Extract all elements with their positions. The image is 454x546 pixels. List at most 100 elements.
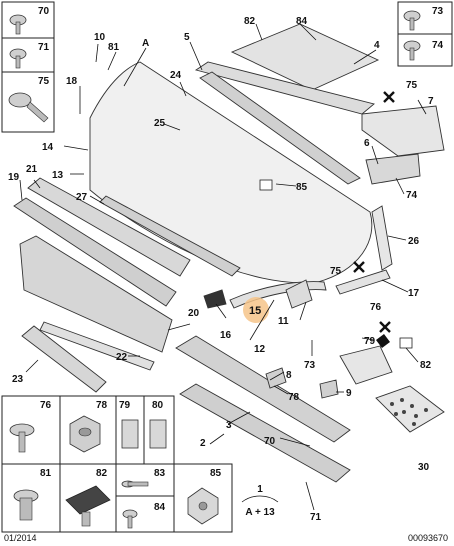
screw-84-icon (122, 509, 138, 529)
callout-85: 85 (296, 182, 308, 193)
clip-82-detail-icon (65, 485, 111, 527)
callout-23: 23 (12, 374, 24, 385)
callout-82-right: 82 (420, 360, 432, 371)
screw-74-icon (403, 40, 421, 61)
callout-82-top: 82 (244, 16, 256, 27)
callout-26: 26 (408, 236, 420, 247)
callout-81: 81 (108, 42, 120, 53)
callout-12: 12 (254, 344, 266, 355)
callout-21: 21 (26, 164, 38, 175)
moulding-26 (371, 205, 393, 271)
leader-lines (19, 23, 427, 511)
clip-85-detail-icon (187, 487, 219, 525)
assembly-formula: 1 A + 13 (241, 484, 279, 518)
bracket-9 (319, 379, 339, 399)
callout-15: 15 (249, 305, 261, 317)
screw-71-icon (9, 48, 27, 69)
callout-8: 8 (286, 370, 292, 381)
legend-label-84: 84 (154, 502, 166, 513)
callout-19: 19 (8, 172, 20, 183)
legend-top-left: 70 71 75 (1, 1, 55, 133)
clip-85-icon (259, 179, 273, 191)
strip-12 (229, 281, 327, 309)
legend-label-81: 81 (40, 468, 52, 479)
bracket-6 (365, 153, 421, 185)
grille-23 (21, 325, 107, 393)
callout-3: 3 (226, 420, 232, 431)
callout-18: 18 (66, 76, 78, 87)
trim-22 (39, 321, 155, 371)
legend-label-74: 74 (432, 40, 444, 51)
bracket-82-right (339, 345, 393, 385)
absorber-2 (179, 383, 351, 483)
legend-cell-83 (115, 463, 175, 497)
callout-25: 25 (154, 118, 166, 129)
callout-9: 9 (346, 388, 352, 399)
callout-4: 4 (374, 40, 380, 51)
trim-27 (99, 195, 241, 277)
legend-label-83: 83 (154, 468, 166, 479)
bracket-8 (265, 367, 287, 389)
callout-numbers: A 5 4 82 84 75 7 6 74 26 17 75 76 79 82 … (8, 16, 434, 523)
callout-76: 76 (370, 302, 382, 313)
callout-10: 10 (94, 32, 106, 43)
clip-kit-30-clips (390, 398, 428, 426)
callout-5: 5 (184, 32, 190, 43)
legend-label-79: 79 (119, 400, 131, 411)
callout-22: 22 (116, 352, 128, 363)
grille-21 (27, 177, 191, 277)
clip-kit-30 (375, 385, 445, 433)
legend-top-right: 73 74 (397, 1, 453, 67)
callout-24: 24 (170, 70, 182, 81)
formula-top: 1 (257, 484, 263, 495)
legend-label-82: 82 (96, 468, 108, 479)
callout-7: 7 (428, 96, 434, 107)
callout-79: 79 (364, 336, 376, 347)
grille-19 (13, 197, 177, 307)
highlight-15-badge (243, 297, 269, 323)
callout-84: 84 (296, 16, 308, 27)
legend-label-76: 76 (40, 400, 52, 411)
callout-2: 2 (200, 438, 206, 449)
callout-6: 6 (364, 138, 370, 149)
legend-cell-74 (397, 33, 453, 67)
formula-brace (241, 495, 279, 503)
screw-75-icon (8, 92, 49, 123)
legend-cell-73 (397, 1, 453, 35)
undertray-84 (230, 23, 380, 91)
fog-lamp-cover-15 (285, 279, 313, 309)
rivet-81-icon (13, 489, 39, 521)
legend-label-71: 71 (38, 42, 50, 53)
callout-75-right: 75 (406, 80, 418, 91)
crossmember-4 (194, 61, 375, 115)
callout-A: A (142, 38, 149, 49)
legend-label-70: 70 (38, 6, 50, 17)
clip-79-icon (376, 334, 390, 348)
footer-date: 01/2014 (4, 533, 37, 543)
rivet-83-icon (121, 480, 149, 488)
strip-17 (335, 269, 391, 295)
callout-13: 13 (52, 170, 64, 181)
callout-17: 17 (408, 288, 420, 299)
callout-20: 20 (188, 308, 200, 319)
callout-70: 70 (264, 436, 276, 447)
clip-80-icon (149, 419, 167, 449)
clip-82-icon (399, 337, 413, 349)
removal-marker-icon (353, 91, 395, 333)
callout-16: 16 (220, 330, 232, 341)
legend-label-80: 80 (152, 400, 164, 411)
reinforcement-3 (175, 335, 351, 443)
clip-79-detail-icon (121, 419, 139, 449)
callout-73: 73 (304, 360, 316, 371)
screw-73-icon (403, 10, 421, 31)
footer-reference: 00093670 (408, 533, 448, 543)
screw-76-icon (9, 423, 35, 453)
callout-75-mid: 75 (330, 266, 342, 277)
callout-74: 74 (406, 190, 418, 201)
grille-20 (19, 235, 173, 353)
nut-78-icon (69, 415, 101, 453)
callout-78: 78 (288, 392, 300, 403)
legend-cell-84 (115, 495, 175, 533)
callout-11: 11 (278, 316, 289, 327)
